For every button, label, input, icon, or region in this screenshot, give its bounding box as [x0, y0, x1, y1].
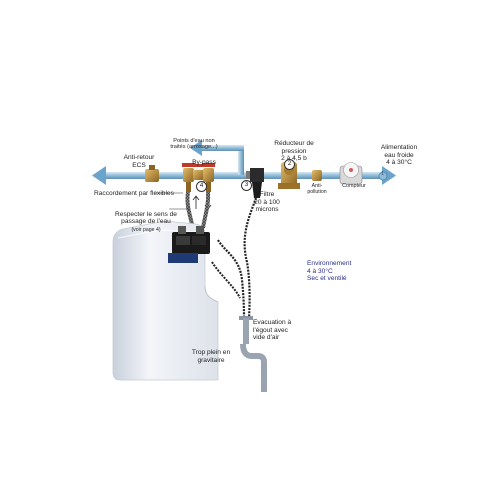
label-compteur: Compteur: [342, 183, 366, 189]
drain-standpipe: [239, 316, 267, 392]
label-raccordement: Raccordement par flexibles: [94, 190, 174, 197]
marker-4: 4: [196, 181, 207, 192]
label-voir-page: (voir page 4): [131, 226, 161, 233]
marker-3: 3: [241, 180, 252, 191]
right-arrow-head: [382, 166, 396, 185]
label-respecter-main: Respecter le sens de passage de l'eau: [115, 210, 177, 226]
marker-1: 1: [381, 171, 384, 177]
control-head: [168, 226, 210, 263]
braided-hoses: [185, 191, 211, 229]
branch-arrow-head: [190, 140, 202, 156]
label-respecter: Respecter le sens de passage de l'eau (v…: [104, 203, 188, 234]
label-trop-plein: Trop plein en gravitaire: [191, 349, 231, 364]
water-meter: [339, 162, 363, 185]
label-anti-pollution: Anti- pollution: [307, 183, 327, 195]
bypass-valves: [182, 163, 215, 192]
main-pipe: [92, 166, 396, 185]
label-environnement: Environnement 4 à 30°C Sec et ventilé: [307, 260, 352, 283]
anti-pollution-valve: [312, 170, 322, 181]
label-bypass: By-pass: [192, 159, 216, 166]
label-anti-retour: Anti-retour ECS: [123, 154, 155, 169]
label-filtre: Filtre 20 à 100 microns: [254, 191, 280, 214]
left-arrow-head: [92, 166, 106, 185]
anti-retour-valve: [145, 165, 159, 182]
label-points-eau: Points d'eau non traités (arrosage...): [170, 138, 218, 151]
label-reducteur: Réducteur de pression 2 à 4,5 b: [274, 140, 314, 163]
untreated-branch-pipe: [190, 140, 244, 175]
drain-hoses: [211, 197, 258, 319]
marker-2: 2: [284, 159, 295, 170]
label-alimentation: Alimentation eau froide 4 à 30°C: [380, 144, 418, 167]
label-evacuation: Evacuation à l'égout avec vide d'air: [253, 319, 292, 342]
filter: [246, 168, 264, 198]
